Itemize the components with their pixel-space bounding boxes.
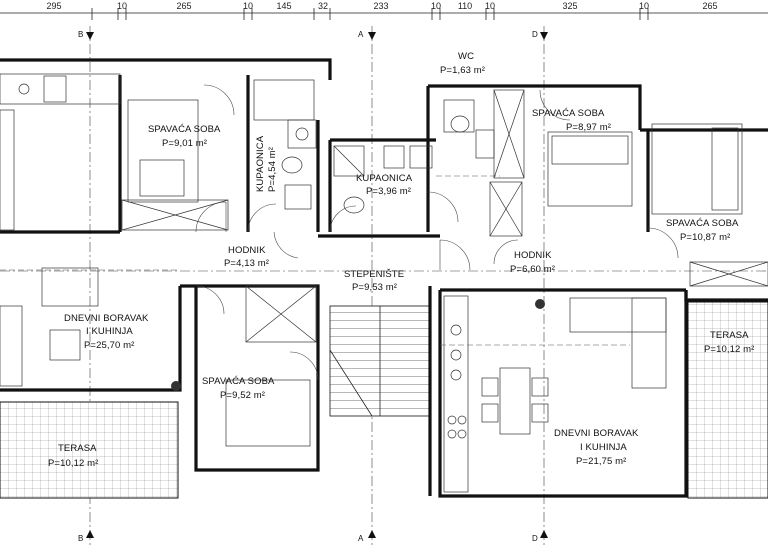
dimension-label: 145	[276, 1, 291, 11]
furniture	[0, 73, 768, 493]
axis-label-b-bottom: B	[78, 534, 83, 543]
dimension-label: 32	[318, 1, 328, 11]
dashed-edges	[0, 175, 630, 346]
room-name2-living1: I KUHINJA	[86, 326, 133, 337]
walls	[0, 58, 768, 498]
room-area-bed2: P=8,97 m²	[566, 122, 611, 133]
room-name-wc: WC	[458, 51, 474, 62]
room-area-bed4: P=9,52 m²	[220, 390, 265, 401]
room-area-terrace2: P=10,12 m²	[704, 344, 754, 355]
room-area-hall2: P=6,60 m²	[510, 264, 555, 275]
room-area-living2: P=21,75 m²	[576, 456, 626, 467]
axis-label-d-bottom: D	[532, 534, 538, 543]
dimension-label: 10	[117, 1, 127, 11]
room-area-living1: P=25,70 m²	[84, 340, 134, 351]
room-area-bath1: P=4,54 m²	[267, 147, 278, 192]
dimension-label: 110	[458, 1, 472, 11]
room-name-living2: DNEVNI BORAVAK	[554, 428, 639, 439]
dimension-label: 10	[485, 1, 495, 11]
room-name-terrace2: TERASA	[710, 330, 749, 341]
terrace-right	[687, 301, 768, 499]
dimension-label: 265	[702, 1, 717, 11]
dimension-label: 10	[243, 1, 253, 11]
dimension-label: 265	[176, 1, 191, 11]
room-name-bath1: KUPAONICA	[255, 135, 266, 192]
room-name-bath2: KUPAONICA	[356, 173, 413, 184]
room-name-hall1: HODNIK	[228, 245, 266, 256]
room-area-bed1: P=9,01 m²	[162, 138, 207, 149]
room-name-terrace1: TERASA	[58, 443, 97, 454]
dimension-label: 10	[639, 1, 649, 11]
axis-label-a-top: A	[358, 30, 364, 39]
dimension-label: 295	[46, 1, 61, 11]
room-name-bed3: SPAVAĆA SOBA	[666, 218, 739, 229]
dimension-chain: 295 10 265 10 145 32 233 10 110 10 325 1…	[0, 1, 768, 20]
room-name-hall2: HODNIK	[514, 250, 552, 261]
room-name-bed2: SPAVAĆA SOBA	[532, 108, 605, 119]
dimension-label: 325	[562, 1, 577, 11]
room-name-stairs: STEPENIŠTE	[344, 269, 404, 280]
room-area-wc: P=1,63 m²	[440, 65, 485, 76]
room-area-bed3: P=10,87 m²	[680, 232, 730, 243]
room-name-bed1: SPAVAĆA SOBA	[148, 124, 221, 135]
dimension-label: 233	[373, 1, 388, 11]
room-area-bath2: P=3,96 m²	[366, 186, 411, 197]
terrace-left	[0, 401, 179, 499]
axis-label-a-bottom: A	[358, 534, 364, 543]
doors	[171, 84, 679, 391]
room-area-stairs: P=9,53 m²	[352, 282, 397, 293]
axis-label-b-top: B	[78, 30, 83, 39]
dimension-label: 10	[431, 1, 441, 11]
axis-label-d-top: D	[532, 30, 538, 39]
room-area-terrace1: P=10,12 m²	[48, 458, 98, 469]
room-area-hall1: P=4,13 m²	[224, 258, 269, 269]
room-name2-living2: I KUHINJA	[580, 442, 627, 453]
room-name-living1: DNEVNI BORAVAK	[64, 313, 149, 324]
room-labels: SPAVAĆA SOBA P=9,01 m² KUPAONICA P=4,54 …	[48, 51, 754, 469]
room-name-bed4: SPAVAĆA SOBA	[202, 376, 275, 387]
